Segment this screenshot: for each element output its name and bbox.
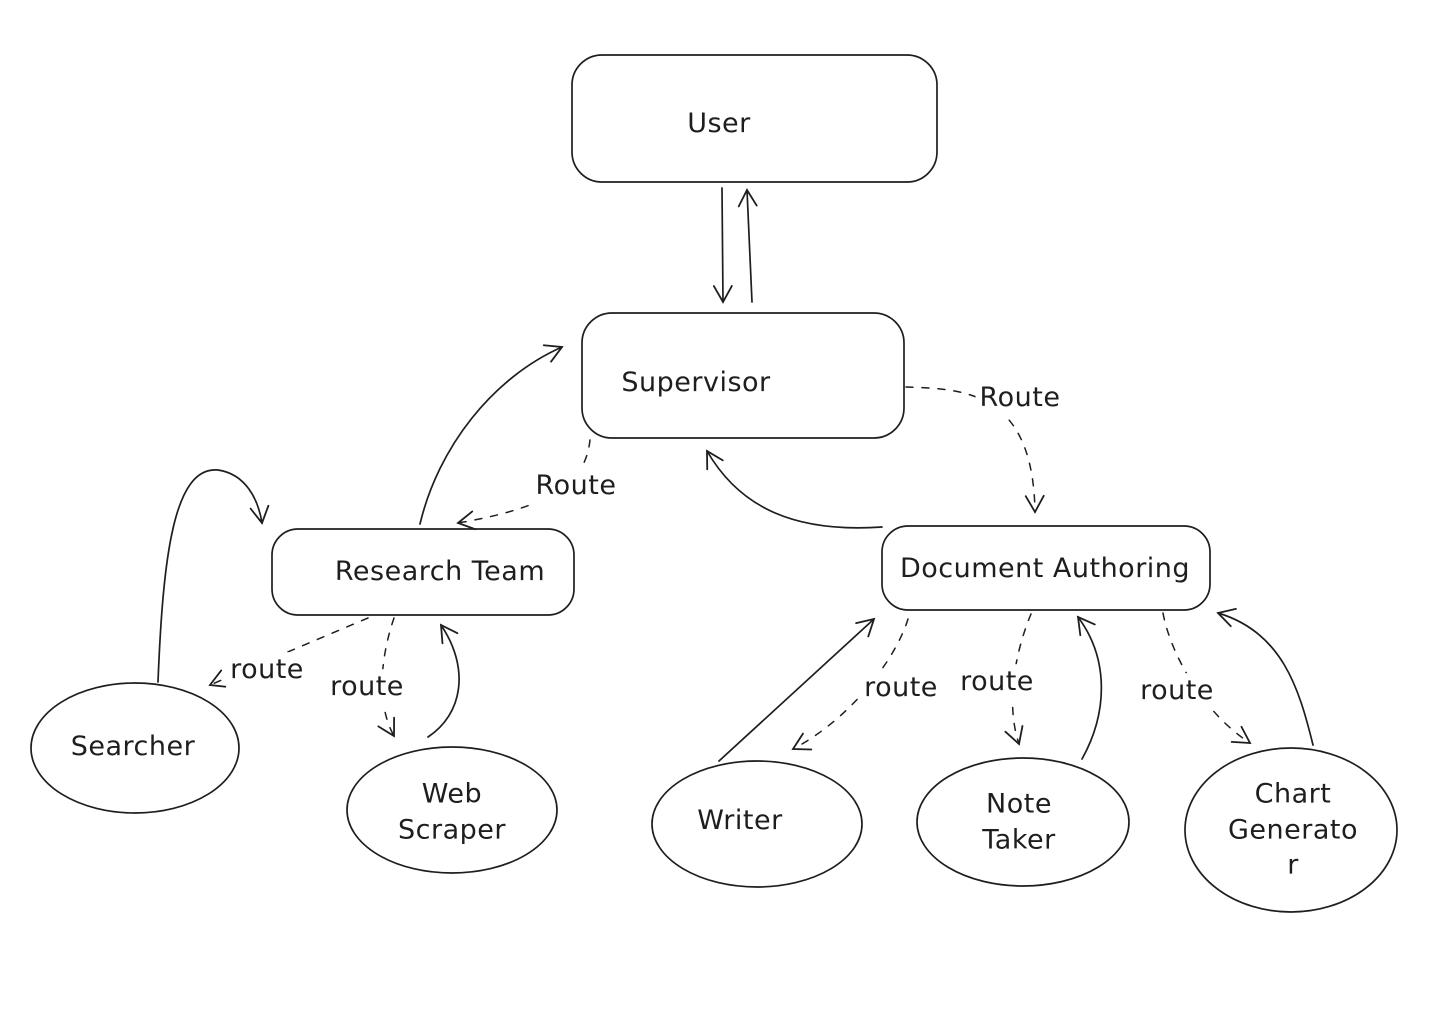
route-label-research-team-web-scraper: route: [326, 669, 408, 705]
note-taker-label: Note Taker: [982, 788, 1056, 855]
edge-document-authoring-to-supervisor: [706, 449, 883, 529]
edge-writer-to-document-authoring: [718, 617, 876, 762]
edge-user-to-supervisor: [712, 187, 733, 304]
route-label-research-team-searcher: route: [226, 652, 308, 688]
route-label-document-authoring-writer: route: [860, 670, 942, 706]
document-authoring-node: [881, 525, 1211, 611]
edge-research-team-to-searcher: [208, 617, 369, 688]
route-label-supervisor-research-team: Route: [531, 468, 621, 504]
searcher-node: [30, 682, 240, 814]
edge-supervisor-to-research-team: [456, 439, 591, 531]
supervisor-node: [581, 312, 905, 439]
web-scraper-label: Web Scraper: [398, 778, 506, 845]
route-label-document-authoring-chart-generator: route: [1136, 673, 1218, 709]
edge-supervisor-to-document-authoring: [905, 386, 1045, 514]
note-taker-node: [916, 757, 1130, 887]
searcher-label: Searcher: [70, 731, 196, 763]
supervisor-label: Supervisor: [621, 367, 771, 399]
edge-note-taker-to-document-authoring: [1076, 615, 1103, 760]
web-scraper-node: [346, 746, 558, 874]
edge-supervisor-to-user: [737, 188, 758, 303]
research-team-node: [271, 528, 575, 616]
writer-node: [651, 760, 863, 888]
research-team-label: Research Team: [334, 556, 546, 588]
chart-generator-node: [1184, 747, 1398, 913]
document-authoring-label: Document Authoring: [899, 553, 1191, 585]
writer-label: Writer: [697, 805, 783, 837]
edge-searcher-to-research-team: [157, 469, 270, 683]
edge-chart-generator-to-document-authoring: [1216, 608, 1314, 746]
user-node: [571, 54, 938, 183]
route-label-supervisor-document-authoring: Route: [975, 380, 1065, 416]
user-label: User: [687, 108, 751, 140]
route-label-document-authoring-note-taker: route: [956, 664, 1038, 700]
edge-research-team-to-supervisor: [419, 344, 564, 525]
chart-generator-label: Chart Generato r: [1227, 778, 1359, 881]
edge-web-scraper-to-research-team: [427, 623, 460, 738]
